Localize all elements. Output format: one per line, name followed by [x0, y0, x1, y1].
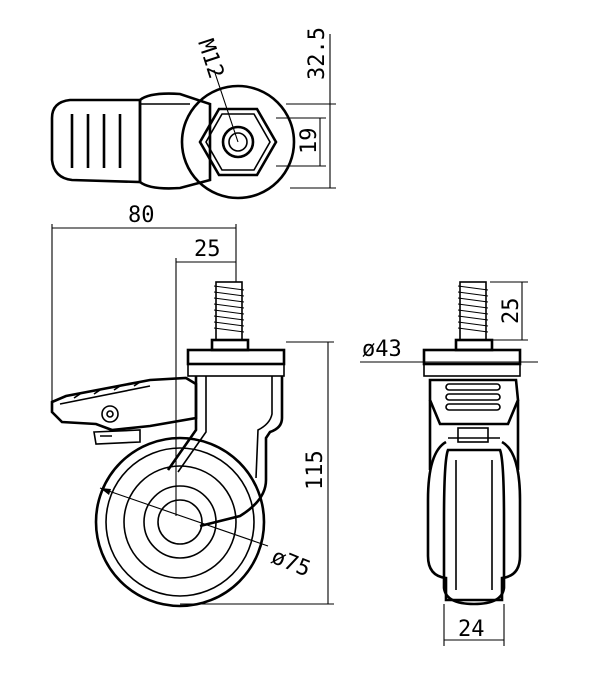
side-view-wheel-tire-inner	[105, 447, 255, 597]
front-view-axle-block	[457, 427, 489, 443]
dim-25-side-label: 25	[194, 237, 221, 262]
side-view-brake-lever	[50, 376, 198, 432]
top-view-mounting-plate	[180, 84, 296, 200]
side-view-plate-top	[186, 348, 286, 366]
side-view-nut	[210, 338, 250, 352]
side-view-brake-ribs	[59, 381, 151, 405]
dim-115-label: 115	[303, 450, 328, 490]
side-view-wheel-hub	[143, 485, 217, 559]
dim-25-front-label: 25	[499, 298, 524, 325]
dim-43-label: ø43	[362, 337, 402, 362]
front-view-housing-ribs	[445, 383, 501, 411]
m12-leader-line	[213, 69, 239, 143]
dim-75-arrow	[100, 488, 111, 495]
side-view-brake-pivot-pin	[106, 410, 114, 418]
front-view: 25 ø43 24	[360, 281, 538, 646]
dim-24-label: 24	[458, 617, 485, 642]
side-view-brake-pivot	[101, 405, 119, 423]
top-view-housing	[138, 92, 212, 190]
front-view-nut	[454, 338, 494, 352]
side-view-wheel-tire	[94, 436, 266, 608]
side-view-wheel-rim	[123, 465, 237, 579]
side-view: 80 25	[50, 203, 334, 608]
top-view-thread-outer	[221, 125, 255, 159]
front-view-fork	[428, 400, 520, 470]
dim-19-label: 19	[297, 128, 322, 155]
top-view-brake-pedal	[50, 98, 142, 184]
side-view-plate-bottom	[187, 363, 285, 377]
front-view-tire	[442, 448, 506, 606]
dim-32-5-label: 32.5	[305, 27, 330, 80]
dim-75-label: ø75	[268, 544, 314, 582]
front-view-stem-threads	[457, 285, 489, 333]
side-view-brake-clip	[93, 429, 141, 445]
top-view-thread-inner	[228, 132, 248, 152]
top-view-hex-nut	[198, 107, 278, 177]
m12-label: M12	[192, 36, 228, 82]
top-view: M12 32.5 19	[50, 27, 336, 200]
front-view-plate-bottom	[423, 363, 521, 377]
side-view-wheel-axle	[157, 499, 203, 545]
side-view-stem-threads	[213, 285, 245, 333]
dim-80-label: 80	[128, 203, 155, 228]
dim-75-leader	[99, 487, 269, 547]
front-view-wheel-outer	[426, 440, 522, 602]
top-view-hex-chamfer	[205, 113, 271, 171]
top-view-pedal-grooves	[70, 114, 122, 168]
front-view-housing	[428, 378, 520, 426]
side-view-fork-inner	[177, 376, 273, 479]
